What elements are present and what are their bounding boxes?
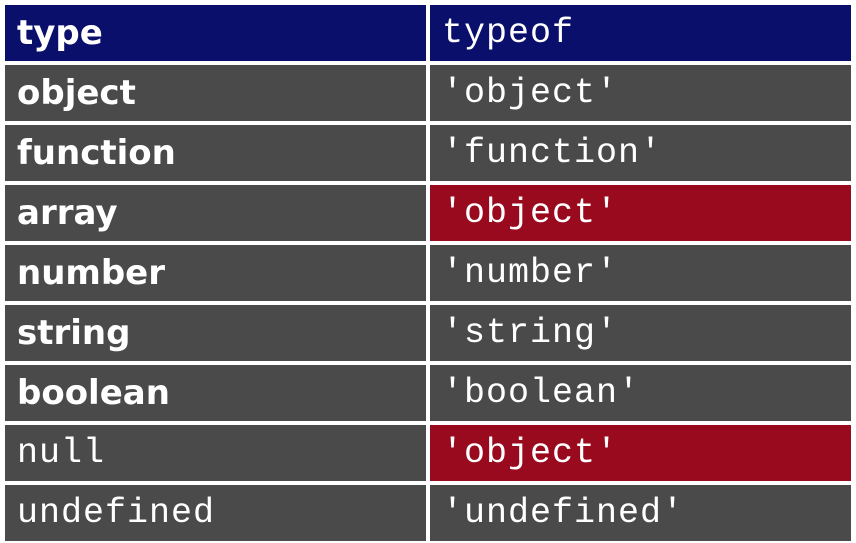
row-array-typeof: 'object': [430, 185, 851, 241]
row-null-type: null: [5, 425, 426, 481]
row-function-typeof: 'function': [430, 125, 851, 181]
row-number-typeof: 'number': [430, 245, 851, 301]
row-object-type: object: [5, 65, 426, 121]
row-boolean-typeof: 'boolean': [430, 365, 851, 421]
row-undefined-type: undefined: [5, 485, 426, 541]
row-null-typeof: 'object': [430, 425, 851, 481]
row-number-type: number: [5, 245, 426, 301]
header-typeof: typeof: [430, 5, 851, 61]
row-undefined-typeof: 'undefined': [430, 485, 851, 541]
typeof-table: type typeof object 'object' function 'fu…: [5, 5, 851, 541]
row-string-type: string: [5, 305, 426, 361]
row-object-typeof: 'object': [430, 65, 851, 121]
row-string-typeof: 'string': [430, 305, 851, 361]
row-array-type: array: [5, 185, 426, 241]
row-boolean-type: boolean: [5, 365, 426, 421]
row-function-type: function: [5, 125, 426, 181]
header-type: type: [5, 5, 426, 61]
